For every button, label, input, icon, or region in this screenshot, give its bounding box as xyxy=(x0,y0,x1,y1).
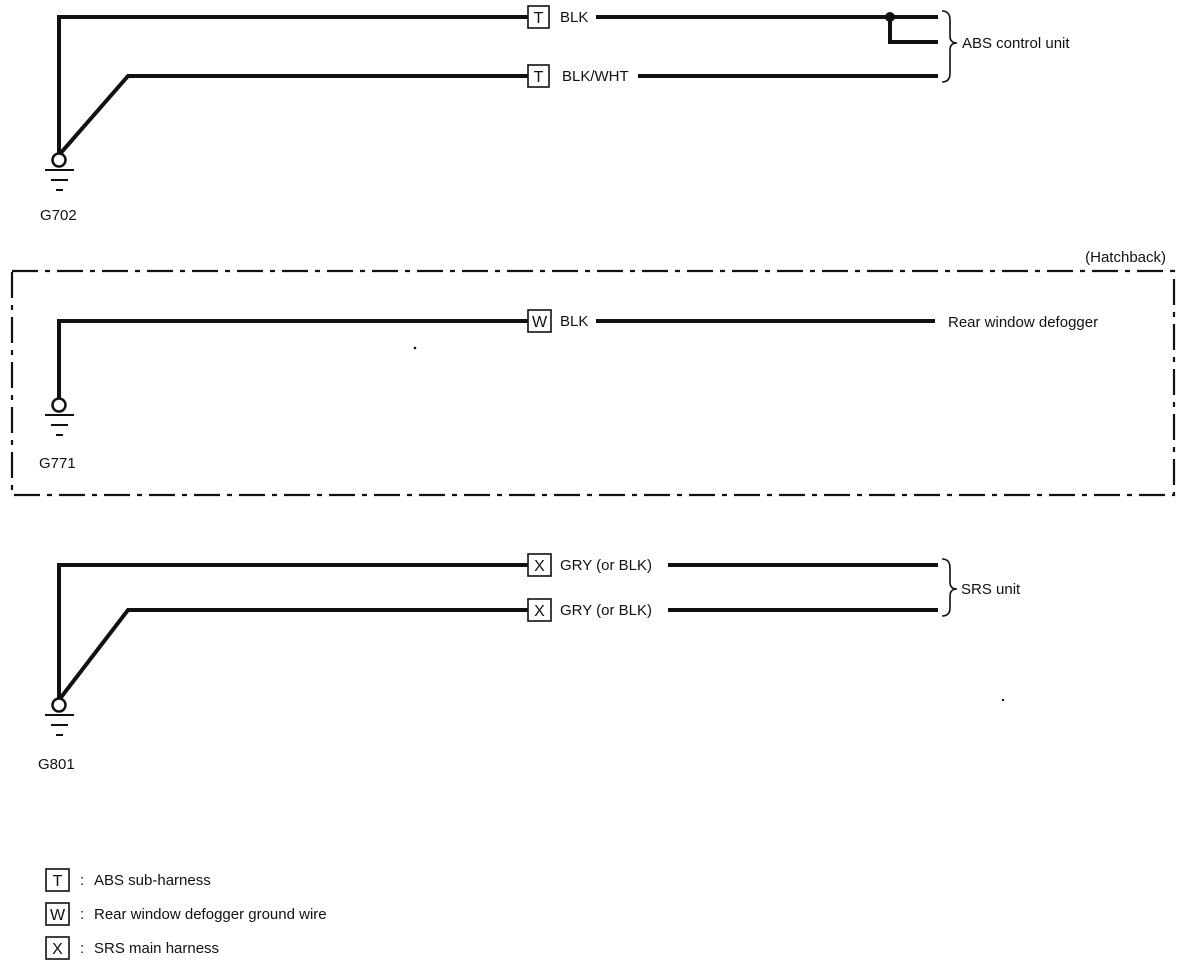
connector-code: T xyxy=(534,10,544,27)
connector-code: W xyxy=(532,314,548,331)
ground-label: G771 xyxy=(39,455,76,472)
component-label: Rear window defogger xyxy=(948,314,1098,331)
connector-code: X xyxy=(534,603,545,620)
legend-separator: : xyxy=(80,940,84,957)
legend-separator: : xyxy=(80,906,84,923)
legend-separator: : xyxy=(80,872,84,889)
connector-code: X xyxy=(534,558,545,575)
legend-description: ABS sub-harness xyxy=(94,872,211,889)
group-g702: T BLK T BLK/WHT ABS control unit G702 xyxy=(40,5,1070,224)
ground-label: G702 xyxy=(40,207,77,224)
wire-color-label: GRY (or BLK) xyxy=(560,557,652,574)
legend-description: SRS main harness xyxy=(94,940,219,957)
wire-blk-abs xyxy=(57,15,938,157)
legend-item-w: W : Rear window defogger ground wire xyxy=(45,902,327,926)
connector-box: X xyxy=(527,598,552,622)
legend-code: T xyxy=(53,873,63,890)
component-label: ABS control unit xyxy=(962,35,1070,52)
wire-blk-defogger xyxy=(57,319,935,402)
connector-box: T xyxy=(527,64,550,88)
group-g801: X GRY (or BLK) X GRY (or BLK) SRS unit G… xyxy=(38,553,1021,773)
legend-code: X xyxy=(52,941,63,958)
splice-point xyxy=(885,12,895,22)
connector-box: T xyxy=(527,5,550,29)
wire-splice-branch xyxy=(888,15,938,44)
wire-color-label: BLK/WHT xyxy=(562,68,629,85)
component-brace xyxy=(941,558,958,617)
group-g771: (Hatchback) W BLK Rear window defogger G… xyxy=(10,249,1176,497)
variant-frame xyxy=(10,269,1176,497)
wire-gry-srs-1 xyxy=(57,563,938,702)
component-label: SRS unit xyxy=(961,581,1021,598)
wire-color-label: BLK xyxy=(560,313,588,330)
wire-gry-srs-2 xyxy=(56,608,938,703)
legend-item-t: T : ABS sub-harness xyxy=(45,868,211,892)
connector-box: W xyxy=(527,309,552,333)
ground-symbol xyxy=(45,152,74,191)
wire-blk-wht-abs xyxy=(56,74,938,158)
legend: T : ABS sub-harness W : Rear window defo… xyxy=(45,868,327,960)
wire-color-label: GRY (or BLK) xyxy=(560,602,652,619)
legend-code: W xyxy=(50,907,66,924)
wire-color-label: BLK xyxy=(560,9,588,26)
scan-speck xyxy=(1001,698,1005,702)
component-brace xyxy=(941,10,958,83)
legend-item-x: X : SRS main harness xyxy=(45,936,219,960)
ground-label: G801 xyxy=(38,756,75,773)
scan-speck xyxy=(413,346,417,350)
ground-symbol xyxy=(45,397,74,436)
ground-symbol xyxy=(45,697,74,736)
connector-box: X xyxy=(527,553,552,577)
legend-description: Rear window defogger ground wire xyxy=(94,906,327,923)
connector-code: T xyxy=(534,69,544,86)
variant-label: (Hatchback) xyxy=(1085,249,1166,266)
